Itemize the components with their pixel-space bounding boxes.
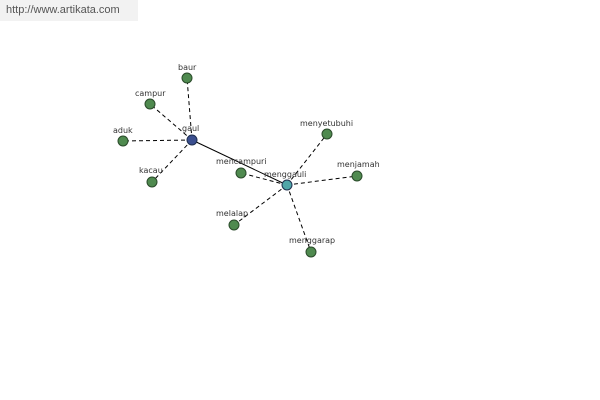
- node-menggauli[interactable]: [281, 179, 293, 191]
- edge-menggauli-menjamah: [286, 175, 358, 186]
- node-label-menjamah[interactable]: menjamah: [337, 160, 380, 169]
- edges-layer: [122, 77, 358, 253]
- node-kacau[interactable]: [146, 176, 158, 188]
- edge-gaul-campur: [149, 103, 193, 141]
- source-url-banner: http://www.artikata.com: [0, 0, 138, 21]
- node-label-melalap[interactable]: melalap: [216, 209, 248, 218]
- nodes-layer: [117, 72, 363, 258]
- edge-menggauli-mencampuri: [240, 172, 288, 186]
- source-url-text[interactable]: http://www.artikata.com: [6, 4, 120, 16]
- node-melalap[interactable]: [228, 219, 240, 231]
- labels-layer: gaul menggauli baur campur aduk kacau mencampu…: [113, 63, 380, 245]
- node-label-menggauli[interactable]: menggauli: [264, 170, 306, 179]
- node-menjamah[interactable]: [351, 170, 363, 182]
- edge-gaul-aduk: [122, 139, 193, 142]
- node-baur[interactable]: [181, 72, 193, 84]
- edge-gaul-baur: [186, 77, 193, 141]
- edge-menggauli-menggarap: [286, 184, 312, 253]
- node-mencampuri[interactable]: [235, 167, 247, 179]
- node-aduk[interactable]: [117, 135, 129, 147]
- node-label-baur[interactable]: baur: [178, 63, 197, 72]
- node-label-campur[interactable]: campur: [135, 89, 166, 98]
- node-menggarap[interactable]: [305, 246, 317, 258]
- node-label-menyetubuhi[interactable]: menyetubuhi: [300, 119, 353, 128]
- edge-gaul-menggauli: [191, 139, 288, 186]
- edge-menggauli-melalap: [233, 184, 288, 226]
- node-campur[interactable]: [144, 98, 156, 110]
- node-menyetubuhi[interactable]: [321, 128, 333, 140]
- node-label-mencampuri[interactable]: mencampuri: [216, 157, 267, 166]
- edge-menggauli-menyetubuhi: [286, 133, 328, 186]
- node-label-kacau[interactable]: kacau: [139, 166, 163, 175]
- edge-gaul-kacau: [151, 139, 193, 183]
- node-label-aduk[interactable]: aduk: [113, 126, 133, 135]
- node-gaul[interactable]: [186, 134, 198, 146]
- node-label-menggarap[interactable]: menggarap: [289, 236, 335, 245]
- node-label-gaul[interactable]: gaul: [182, 124, 199, 133]
